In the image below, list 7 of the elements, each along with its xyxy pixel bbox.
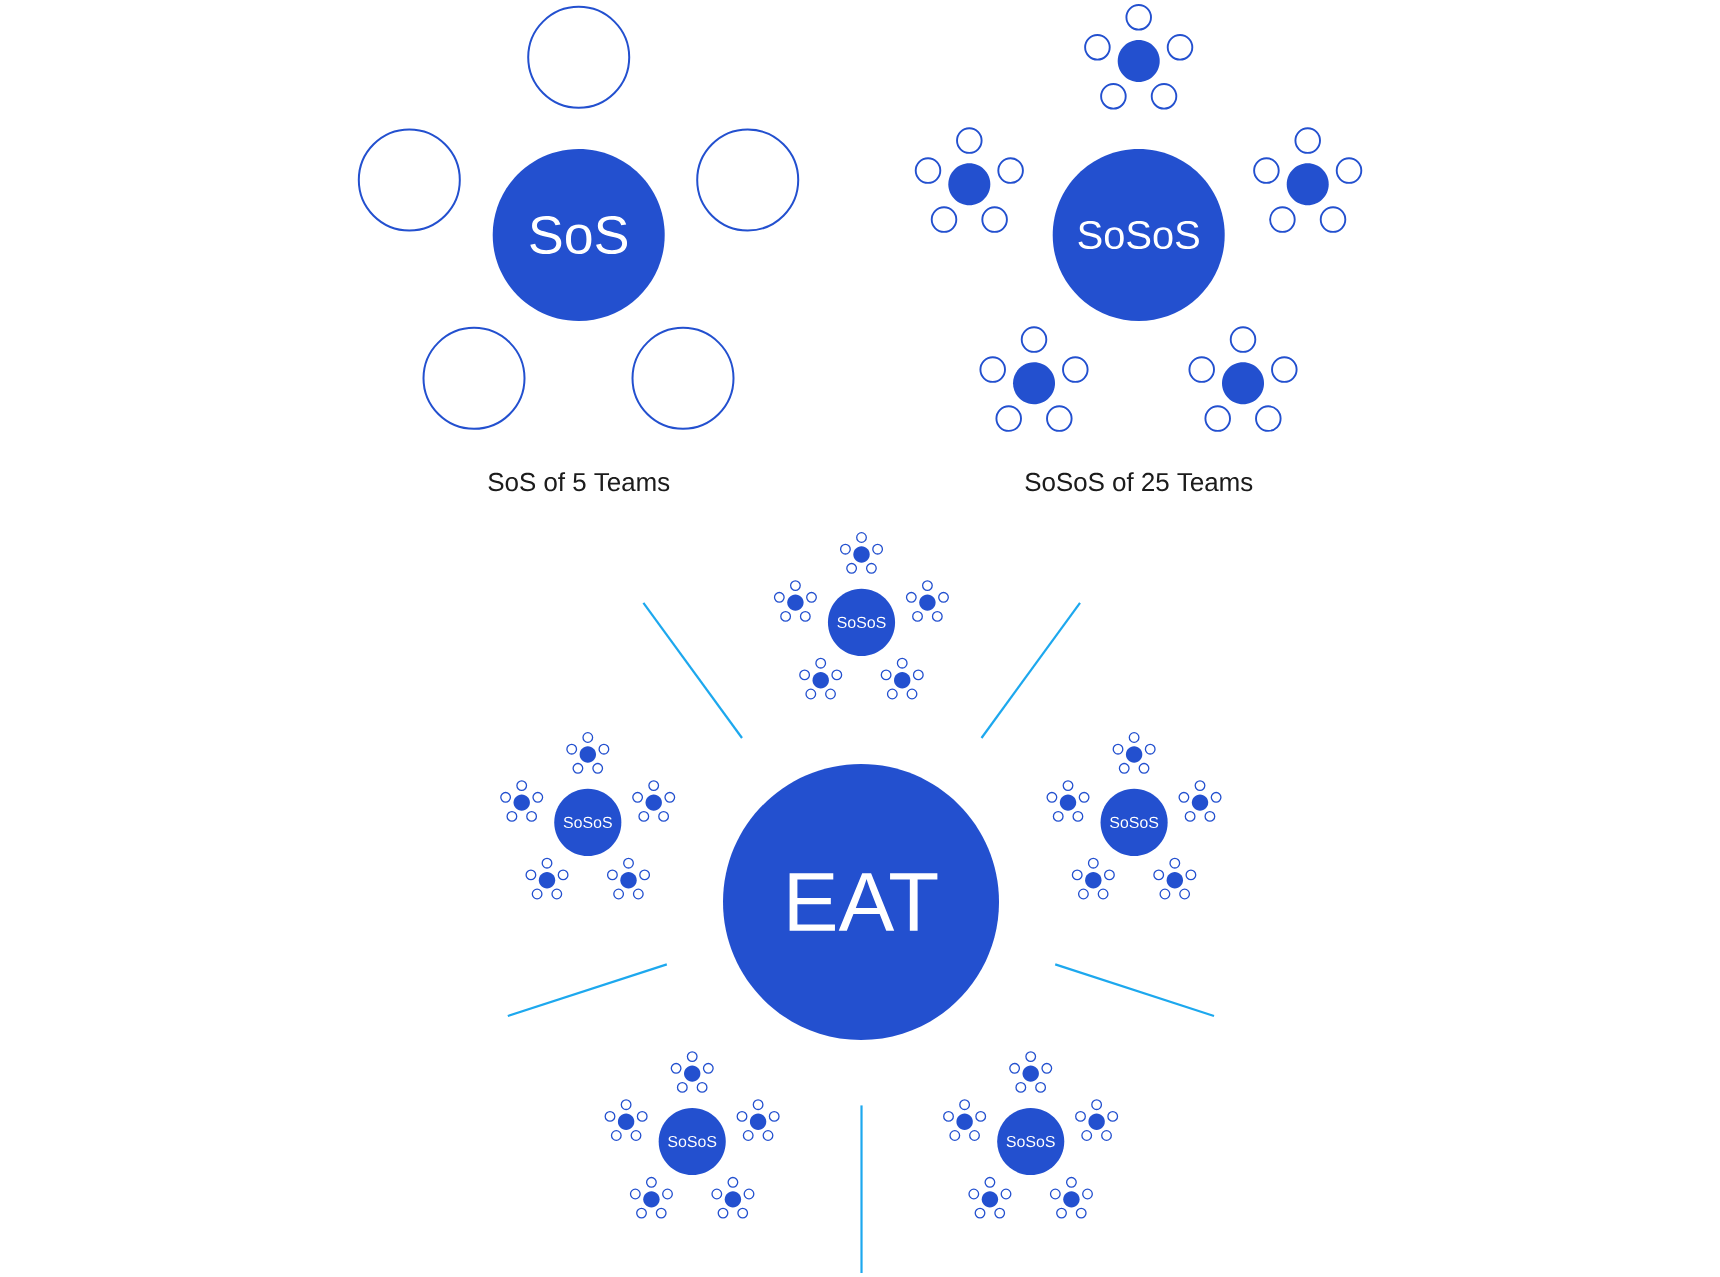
outline-circle: [357, 128, 461, 232]
outline-circle: [527, 5, 631, 109]
outline-circle: [696, 128, 800, 232]
group-caption: SoS of 5 Teams: [488, 472, 670, 492]
outline-circle: [631, 326, 735, 430]
outline-circle: [422, 326, 526, 430]
group-caption: SoSoS of 25 Teams: [1025, 472, 1253, 492]
